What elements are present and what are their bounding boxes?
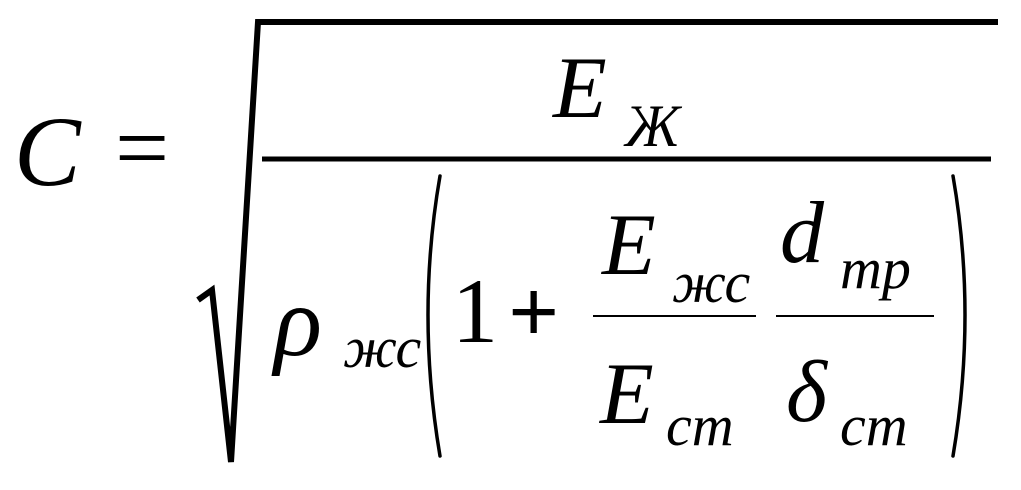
equals-sign: = xyxy=(115,94,169,201)
numerator-symbol: E xyxy=(551,40,607,137)
ratio1-bottom-subscript: ст xyxy=(666,393,734,458)
ratio2-bottom-symbol: δ xyxy=(786,344,829,441)
rho-symbol: ρ xyxy=(271,266,322,377)
ratio2-bottom-subscript: ст xyxy=(840,393,908,458)
left-parenthesis xyxy=(426,174,442,458)
ratio1-top-symbol: E xyxy=(600,197,656,294)
plus-sign: + xyxy=(508,263,559,362)
ratio2-top-symbol: d xyxy=(780,185,825,282)
square-root-sign xyxy=(196,19,998,463)
rho-subscript: жс xyxy=(343,315,422,380)
ratio1-bottom-symbol: E xyxy=(598,346,654,443)
ratio1-top-subscript: жс xyxy=(672,250,751,315)
one-digit: 1 xyxy=(452,260,498,362)
lhs-variable: C xyxy=(14,96,82,207)
numerator-subscript: Ж xyxy=(623,93,683,159)
ratio2-top-subscript: тр xyxy=(840,236,911,301)
right-parenthesis xyxy=(951,174,967,458)
